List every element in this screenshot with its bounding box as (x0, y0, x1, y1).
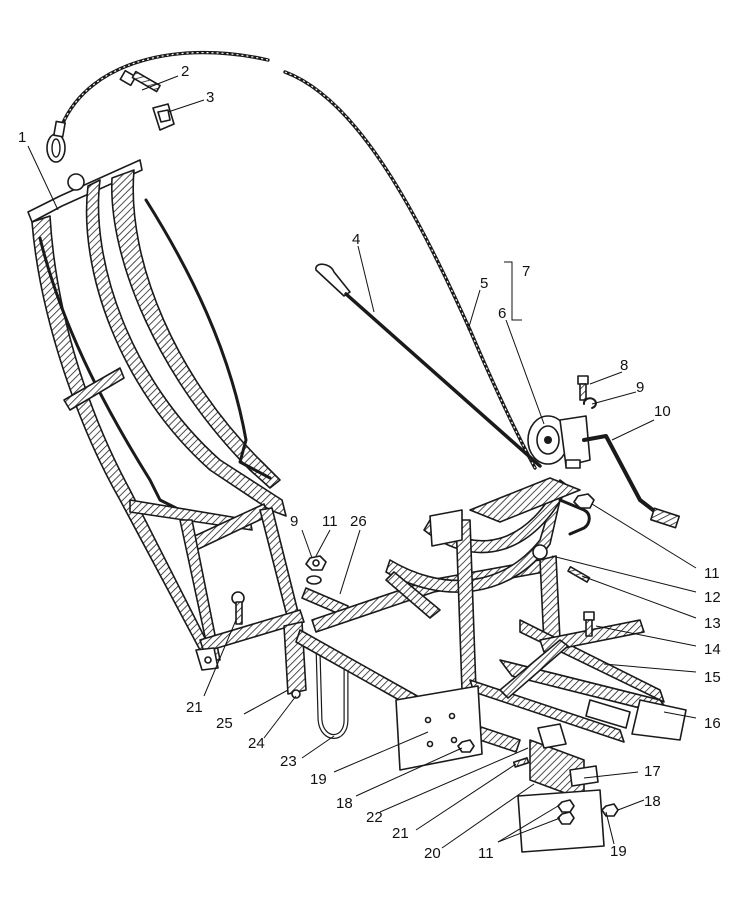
bolt-part-8 (577, 375, 589, 401)
callout-3: 3 (206, 89, 214, 106)
tube-part-12 (532, 498, 591, 560)
callout-5: 5 (480, 275, 488, 292)
cable-eye-loop (46, 120, 66, 163)
cable-wire (60, 50, 537, 470)
callout-15: 15 (704, 669, 721, 686)
callout-9-left: 9 (290, 513, 298, 530)
callout-13: 13 (704, 615, 721, 632)
callout-1: 1 (18, 129, 26, 146)
callout-labels: 1 2 3 4 5 6 7 8 9 10 11 12 13 14 15 16 9… (18, 63, 721, 862)
callout-21-left: 21 (186, 699, 203, 716)
callout-26: 26 (350, 513, 367, 530)
leader-lines (27, 75, 697, 849)
bracket-part-7 (504, 261, 522, 321)
callout-2: 2 (181, 63, 189, 80)
callout-21-lower: 21 (392, 825, 409, 842)
callout-17: 17 (644, 763, 661, 780)
clamp-part-3 (152, 103, 175, 131)
winch-drum-part-6 (527, 415, 591, 469)
callout-18-left: 18 (336, 795, 353, 812)
callout-7: 7 (522, 263, 530, 280)
callout-24: 24 (248, 735, 265, 752)
bolt-part-21-left (231, 591, 245, 625)
mounting-plate-part-19 (395, 685, 483, 771)
callout-8: 8 (620, 357, 628, 374)
callout-9-winch: 9 (636, 379, 644, 396)
callout-14: 14 (704, 641, 721, 658)
callout-23: 23 (280, 753, 297, 770)
callout-4: 4 (352, 231, 360, 248)
bolt-part-14 (583, 611, 595, 637)
nut-part-11 (305, 555, 327, 571)
washer-part-9-winch (582, 397, 597, 409)
callout-6: 6 (498, 305, 506, 322)
callout-19-lower: 19 (610, 843, 627, 860)
callout-22: 22 (366, 809, 383, 826)
callout-11-lower: 11 (478, 845, 494, 862)
crank-handle-part-10 (582, 434, 681, 529)
tension-rod-part-4 (315, 263, 542, 468)
callout-16: 16 (704, 715, 721, 732)
callout-20: 20 (424, 845, 441, 862)
bolt-part-13 (567, 565, 591, 583)
callout-12: 12 (704, 589, 721, 606)
callout-11-winch: 11 (704, 565, 720, 582)
callout-25: 25 (216, 715, 233, 732)
washer-part-9 (306, 575, 322, 585)
nut-part-11-winch (573, 493, 595, 509)
nut-part-11-lower (557, 799, 575, 825)
callout-18-lower: 18 (644, 793, 661, 810)
bolt-part-21-lower (512, 757, 530, 768)
callout-10: 10 (654, 403, 671, 420)
callout-11-left: 11 (322, 513, 338, 530)
callout-19-left: 19 (310, 771, 327, 788)
nut-part-18-left (457, 739, 475, 753)
bolt-part-2 (119, 69, 161, 93)
nut-part-18 (601, 803, 619, 817)
left-frame-assembly (27, 159, 305, 671)
block-part-20 (529, 723, 585, 801)
